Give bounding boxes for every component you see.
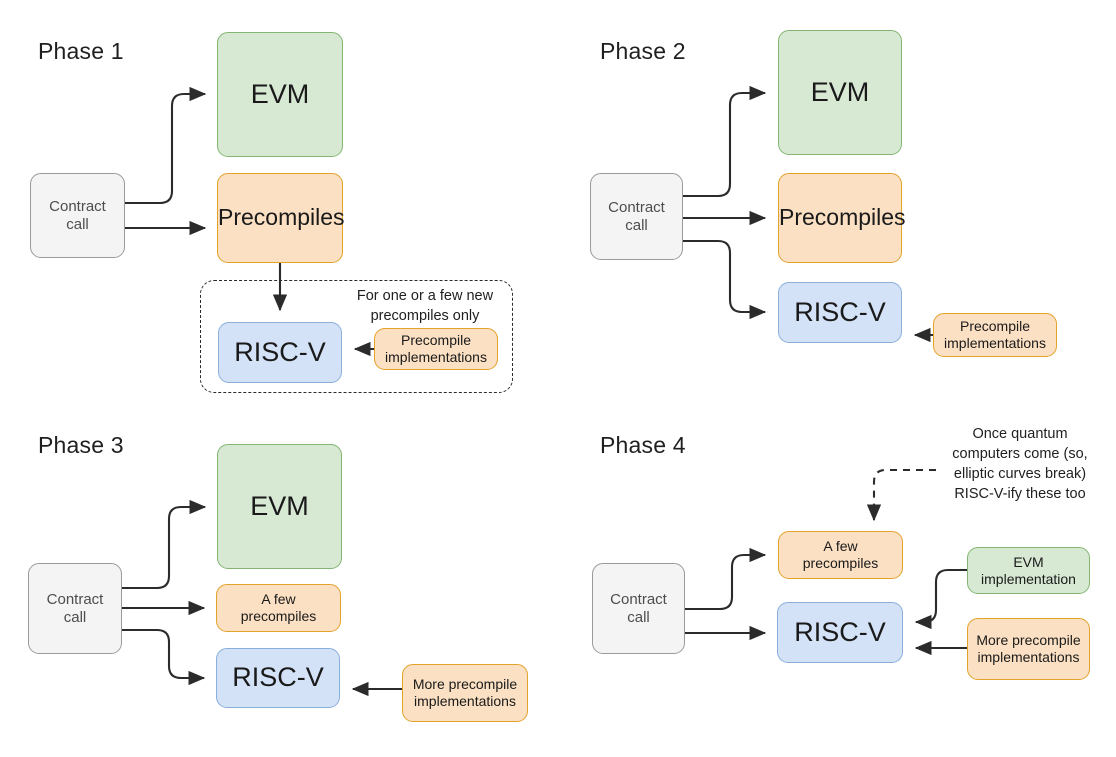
p4-contract-call-label: Contract call: [610, 590, 667, 626]
p3-contract-call-label: Contract call: [46, 590, 104, 626]
p1-riscv-label: RISC-V: [234, 336, 326, 367]
p4-riscv-node[interactable]: RISC-V: [777, 602, 903, 663]
phase-4-title: Phase 4: [600, 432, 686, 458]
p1-precompiles-label: Precompiles: [218, 204, 345, 231]
p1-contract-call-node[interactable]: Contract call: [30, 173, 125, 258]
p2-precompiles-node[interactable]: Precompiles: [778, 173, 906, 263]
p4-more-precompile-impl-node[interactable]: More precompile implementations: [967, 618, 1090, 680]
p2-precompile-impl-label: Precompile implementations: [944, 318, 1046, 351]
edge-p4-evmimpl-to-riscv: [914, 568, 967, 630]
p3-evm-node[interactable]: EVM: [217, 444, 342, 569]
edge-p4-call-to-precompiles: [685, 547, 767, 611]
p2-precompile-impl-node[interactable]: Precompile implementations: [933, 313, 1057, 357]
edge-p1-call-to-evm: [125, 86, 207, 205]
phase-1-title: Phase 1: [38, 38, 124, 64]
p4-a-few-precompiles-node[interactable]: A few precompiles: [778, 531, 903, 579]
p1-riscv-node[interactable]: RISC-V: [218, 322, 342, 383]
p2-contract-call-node[interactable]: Contract call: [590, 173, 683, 260]
p4-quantum-note: Once quantum computers come (so, ellipti…: [952, 426, 1088, 502]
p2-riscv-node[interactable]: RISC-V: [778, 282, 902, 343]
p2-evm-node[interactable]: EVM: [778, 30, 902, 155]
p4-contract-call-node[interactable]: Contract call: [592, 563, 685, 654]
p1-precompile-impl-label: Precompile implementations: [385, 332, 487, 365]
p2-precompiles-label: Precompiles: [779, 204, 906, 231]
p4-riscv-label: RISC-V: [794, 616, 886, 647]
p3-evm-label: EVM: [250, 490, 309, 521]
edge-p3-call-to-evm: [122, 499, 207, 590]
p1-group-note: For one or a few new precompiles only: [356, 288, 494, 324]
phase-2-title: Phase 2: [600, 38, 686, 64]
p1-evm-node[interactable]: EVM: [217, 32, 343, 157]
p3-a-few-precompiles-label: A few precompiles: [240, 591, 317, 624]
p3-more-precompile-impl-label: More precompile implementations: [412, 676, 518, 709]
p3-contract-call-node[interactable]: Contract call: [28, 563, 122, 654]
p1-contract-call-label: Contract call: [49, 197, 106, 233]
p3-riscv-label: RISC-V: [232, 662, 324, 693]
edge-p4-quantum-note-dashed: [866, 468, 936, 522]
p4-evm-impl-label: EVM implementation: [981, 553, 1076, 587]
p1-evm-label: EVM: [250, 78, 310, 109]
edge-p2-call-to-riscv: [683, 239, 767, 320]
p1-precompiles-node[interactable]: Precompiles: [217, 173, 345, 263]
edge-p3-call-to-riscv: [122, 628, 206, 686]
p3-more-precompile-impl-node[interactable]: More precompile implementations: [402, 664, 528, 722]
p2-contract-call-label: Contract call: [608, 198, 665, 234]
p1-dashed-group: [200, 280, 513, 393]
p3-riscv-node[interactable]: RISC-V: [216, 648, 340, 708]
p4-evm-impl-node[interactable]: EVM implementation: [967, 547, 1090, 594]
p1-precompile-impl-node[interactable]: Precompile implementations: [374, 328, 498, 370]
p4-a-few-precompiles-label: A few precompiles: [802, 538, 879, 571]
p3-a-few-precompiles-node[interactable]: A few precompiles: [216, 584, 341, 632]
p2-riscv-label: RISC-V: [794, 296, 886, 327]
edge-p2-call-to-evm: [683, 85, 767, 198]
phase-3-title: Phase 3: [38, 432, 124, 458]
p4-more-precompile-impl-label: More precompile implementations: [976, 632, 1081, 665]
p2-evm-label: EVM: [810, 76, 870, 107]
